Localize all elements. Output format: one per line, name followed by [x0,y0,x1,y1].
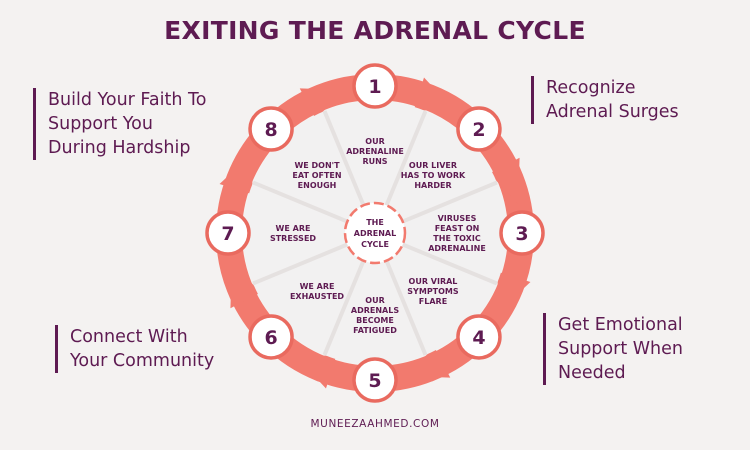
step-badge-3: 3 [499,210,545,256]
cycle-arrowhead [294,354,337,389]
callout-line: Support You [48,114,153,134]
badge-circle [248,106,294,152]
segment-text-line: WE ARE [276,224,311,233]
cycle-arrowhead [404,347,451,378]
segment-text-line: ADRENALS [351,306,399,315]
center-label: THE ADRENAL CYCLE [354,218,396,249]
callout-faith: Build Your Faith To Support You During H… [33,88,206,160]
callout-line: Your Community [70,351,215,371]
segment-text-line: OUR [365,296,384,305]
segment-text-line: WE DON'T [294,161,340,170]
badge-circle [352,357,398,403]
step-badge-1: 1 [352,63,398,109]
segment-text-line: ADRENALINE [346,147,404,156]
step-badge-8: 8 [248,106,294,152]
cycle-arrowhead [489,157,520,204]
segment-text-line: WE ARE [300,282,335,291]
badge-circle [352,63,398,109]
callout-line: Connect With [70,327,188,347]
badge-circle [456,106,502,152]
callout-line: Support When [558,339,683,359]
segment-text-line: FEAST ON [435,224,480,233]
callout-line: Needed [558,363,626,383]
segment-text-line: EXHAUSTED [290,292,344,301]
segment-text-line: BECOME [356,316,394,325]
segment-text-line: FATIGUED [353,326,397,335]
callout-emotional: Get Emotional Support When Needed [543,313,683,385]
cycle-arrowhead [413,77,456,112]
badge-circle [248,314,294,360]
callout-line: During Hardship [48,138,191,158]
badge-number: 2 [472,119,485,141]
callout-line: Adrenal Surges [546,102,679,122]
segment-text-line: OUR [365,137,384,146]
segment-text-line: RUNS [362,157,387,166]
callout-line: Build Your Faith To [48,90,207,110]
callout-line: Get Emotional [558,315,683,335]
badge-circle [205,210,251,256]
center-circle [343,201,407,265]
cycle-arrowhead [496,271,531,314]
center-label-line: ADRENAL [354,229,396,238]
badge-number: 3 [515,223,528,245]
cycle-arrowhead [230,262,261,309]
segment-text-line: SYMPTOMS [407,287,459,296]
segment-text-line: ADRENALINE [428,244,486,253]
segment-text-line: VIRUSES [438,214,477,223]
callout-community: Connect With Your Community [55,325,214,373]
step-badge-4: 4 [456,314,502,360]
badge-circle [456,314,502,360]
segment-text-line: STRESSED [270,234,316,243]
cycle-arrowhead [219,152,254,195]
step-badge-6: 6 [248,314,294,360]
badge-number: 4 [472,327,485,349]
badge-number: 5 [368,370,381,392]
step-badge-2: 2 [456,106,502,152]
segment-text-line: HAS TO WORK [401,171,466,180]
center-label-line: THE [366,218,384,227]
center-label-line: CYCLE [361,240,389,249]
step-badge-7: 7 [205,210,251,256]
segment-text-line: FLARE [419,297,447,306]
segment-text-line: OUR LIVER [409,161,457,170]
badge-number: 1 [368,76,381,98]
badge-number: 8 [264,119,277,141]
callout-line: Recognize [546,78,636,98]
badge-number: 7 [221,223,234,245]
cycle-arrowhead [299,88,346,119]
segment-text-line: THE TOXIC [433,234,481,243]
badge-circle [499,210,545,256]
step-badge-5: 5 [352,357,398,403]
segment-text-line: HARDER [414,181,451,190]
page-title: EXITING THE ADRENAL CYCLE [164,16,586,45]
segment-text-line: ENOUGH [298,181,337,190]
callout-recognize: Recognize Adrenal Surges [531,76,679,124]
footer-website: MUNEEZAAHMED.COM [310,418,440,430]
badge-number: 6 [264,327,277,349]
segment-text-line: OUR VIRAL [409,277,458,286]
segment-text-line: EAT OFTEN [292,171,341,180]
